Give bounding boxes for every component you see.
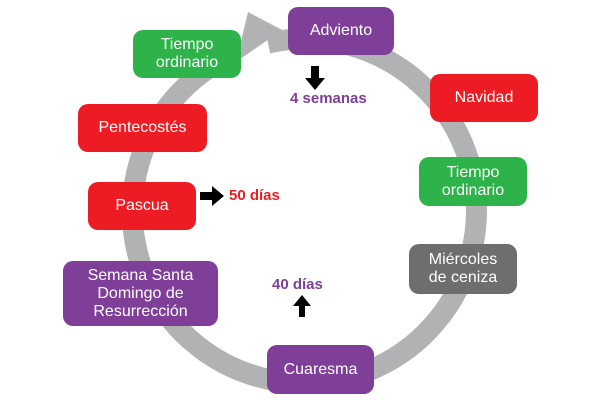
stage-semana-santa-line2: Domingo de: [97, 284, 184, 302]
stage-pascua: Pascua: [88, 182, 196, 230]
cycle-arrowhead-icon: [236, 12, 282, 62]
stage-adviento: Adviento: [288, 7, 394, 55]
arrow-down-icon: [305, 66, 325, 90]
cuaresma-duration: 40 días: [272, 276, 323, 293]
stage-tiempo-ordinario-1: Tiempo ordinario: [419, 157, 527, 206]
stage-tiempo-ordinario-2: Tiempo ordinario: [133, 30, 241, 78]
stage-cuaresma-label: Cuaresma: [283, 360, 358, 378]
arrow-up-icon: [293, 295, 311, 317]
stage-tiempo-ordinario-2-line1: Tiempo: [160, 36, 214, 53]
stage-miercoles-ceniza-line2: de ceniza: [428, 269, 498, 286]
stage-navidad: Navidad: [430, 74, 538, 122]
stage-navidad-label: Navidad: [454, 89, 514, 106]
stage-cuaresma: Cuaresma: [267, 345, 374, 394]
stage-semana-santa: Semana Santa Domingo de Resurrección: [63, 261, 218, 326]
stage-tiempo-ordinario-2-line2: ordinario: [155, 54, 219, 71]
stage-pentecostes-label: Pentecostés: [98, 119, 187, 136]
pascua-duration: 50 días: [229, 187, 280, 204]
stage-tiempo-ordinario-1-line2: ordinario: [441, 181, 505, 199]
stage-miercoles-ceniza-line1: Miércoles: [428, 251, 498, 268]
arrow-right-icon: [200, 186, 224, 206]
stage-pascua-label: Pascua: [115, 197, 169, 214]
stage-pentecostes: Pentecostés: [78, 104, 207, 152]
stage-tiempo-ordinario-1-line1: Tiempo: [446, 163, 500, 181]
stage-miercoles-ceniza: Miércoles de ceniza: [409, 244, 517, 294]
stage-adviento-label: Adviento: [309, 22, 373, 39]
stage-semana-santa-line3: Resurrección: [93, 302, 188, 320]
stage-semana-santa-line1: Semana Santa: [87, 266, 194, 284]
adviento-duration: 4 semanas: [290, 90, 367, 107]
